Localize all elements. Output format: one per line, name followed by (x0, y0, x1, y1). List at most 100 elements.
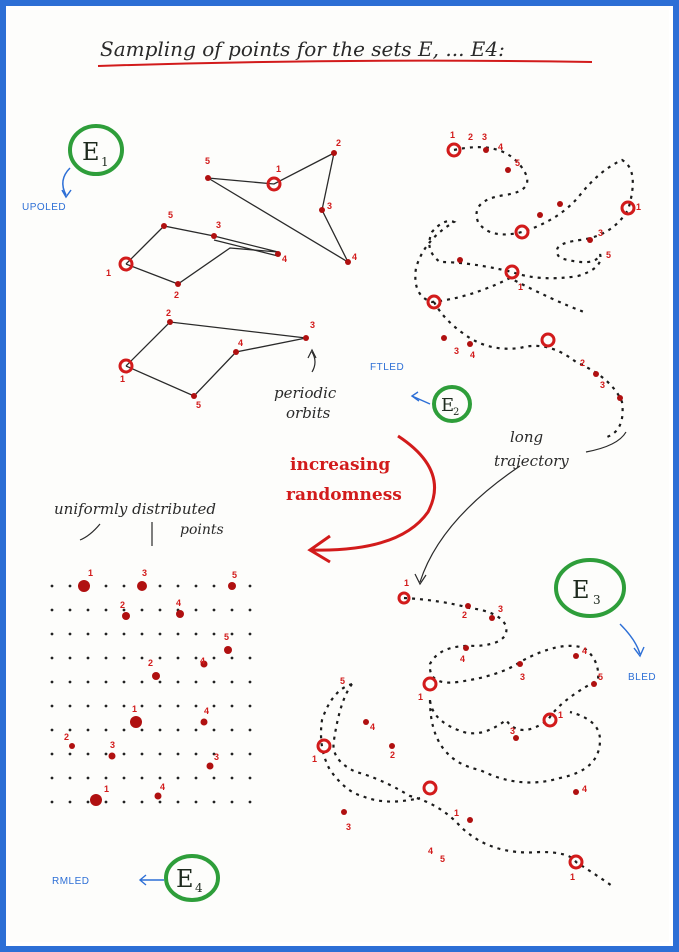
grid-dot (104, 656, 108, 660)
e2-arrowhead (410, 391, 420, 402)
grid-dot (176, 704, 180, 708)
svg-text:3: 3 (593, 593, 601, 607)
grid-dot (194, 728, 198, 732)
svg-text:E: E (441, 395, 454, 416)
grid-dot (158, 800, 162, 804)
svg-text:4: 4 (176, 598, 181, 608)
grid-dot (176, 776, 180, 780)
grid-dot (212, 728, 216, 732)
svg-text:1: 1 (418, 692, 423, 702)
long-label: long (510, 428, 543, 446)
svg-text:1: 1 (558, 710, 563, 720)
grid-dot (248, 584, 252, 588)
grid-dot (194, 632, 198, 636)
svg-text:3: 3 (600, 380, 605, 390)
grid-dot (50, 608, 54, 612)
grid-dot (122, 800, 126, 804)
grid-dot (122, 632, 126, 636)
grid-dot (140, 656, 144, 660)
e4-random-points (69, 580, 236, 806)
grid-dot (140, 704, 144, 708)
grid-dot (158, 656, 162, 660)
svg-text:5: 5 (440, 854, 445, 864)
grid-dot (86, 656, 90, 660)
grid-dot (248, 800, 252, 804)
svg-text:1: 1 (120, 374, 125, 384)
trajectory-label: trajectory (494, 452, 569, 470)
e1-arrowhead (61, 189, 72, 199)
grid-dot (50, 632, 54, 636)
svg-text:2: 2 (453, 407, 459, 418)
method-label-e3: BLED (628, 672, 656, 683)
grid-dot (122, 704, 126, 708)
e1-points (118, 150, 351, 399)
svg-text:4: 4 (204, 706, 209, 716)
periodic-arrowhead (307, 348, 317, 359)
grid-dot (122, 584, 126, 588)
grid-dot (104, 608, 108, 612)
svg-text:3: 3 (454, 346, 459, 356)
svg-text:1: 1 (104, 784, 109, 794)
e2-points (426, 142, 636, 401)
method-label-e4: RMLED (52, 876, 90, 887)
grid-dot (194, 584, 198, 588)
svg-text:3: 3 (327, 201, 332, 211)
svg-text:3: 3 (216, 220, 221, 230)
method-label-e1: UPOLED (22, 202, 66, 213)
grid-dot (104, 752, 108, 756)
svg-text:5: 5 (598, 672, 603, 682)
grid-dot (86, 608, 90, 612)
grid-dot (212, 632, 216, 636)
svg-text:E: E (82, 138, 100, 166)
uniform-label: uniformly distributed (54, 500, 216, 518)
grid-dot (140, 752, 144, 756)
page-title: Sampling of points for the sets E, ... E… (100, 37, 505, 61)
svg-text:3: 3 (310, 320, 315, 330)
randomness-label: randomness (286, 485, 402, 505)
svg-text:3: 3 (482, 132, 487, 142)
grid-dot (158, 608, 162, 612)
grid-dot (68, 752, 72, 756)
e4-grid-points (50, 584, 252, 804)
grid-dot (176, 584, 180, 588)
svg-text:5: 5 (205, 156, 210, 166)
grid-dot (140, 800, 144, 804)
grid-dot (50, 584, 54, 588)
e3-circle-label: E 3 (554, 558, 626, 618)
svg-text:1: 1 (518, 282, 523, 292)
grid-dot (248, 632, 252, 636)
title-underline (97, 59, 593, 67)
svg-text:4: 4 (460, 654, 465, 664)
uniform-arrow-left (79, 523, 101, 541)
grid-dot (176, 752, 180, 756)
grid-dot (140, 632, 144, 636)
periodic-label: periodic (274, 384, 337, 402)
e4-arrowhead (138, 874, 147, 886)
grid-dot (230, 776, 234, 780)
grid-dot (230, 632, 234, 636)
grid-dot (194, 752, 198, 756)
svg-text:E: E (572, 576, 590, 604)
grid-dot (50, 704, 54, 708)
svg-text:1: 1 (106, 268, 111, 278)
grid-dot (230, 704, 234, 708)
points-label: points (180, 522, 224, 538)
grid-dot (86, 680, 90, 684)
svg-text:3: 3 (214, 752, 219, 762)
svg-text:1: 1 (570, 872, 575, 882)
svg-text:1: 1 (276, 164, 281, 174)
method-label-e2: FTLED (370, 362, 404, 373)
grid-dot (104, 800, 108, 804)
grid-dot (140, 728, 144, 732)
grid-dot (230, 680, 234, 684)
svg-text:3: 3 (520, 672, 525, 682)
grid-dot (68, 800, 72, 804)
e3-point-labels: 1 2 3 4 1 3 4 5 1 5 4 2 1 3 4 1 3 4 5 1 (312, 578, 603, 882)
e4-point-labels: 1 3 5 2 4 5 4 2 1 4 2 3 3 1 4 (64, 568, 237, 794)
grid-dot (248, 776, 252, 780)
e1-orbit-quad (125, 225, 279, 285)
grid-dot (122, 680, 126, 684)
grid-dot (176, 680, 180, 684)
svg-text:4: 4 (370, 722, 375, 732)
